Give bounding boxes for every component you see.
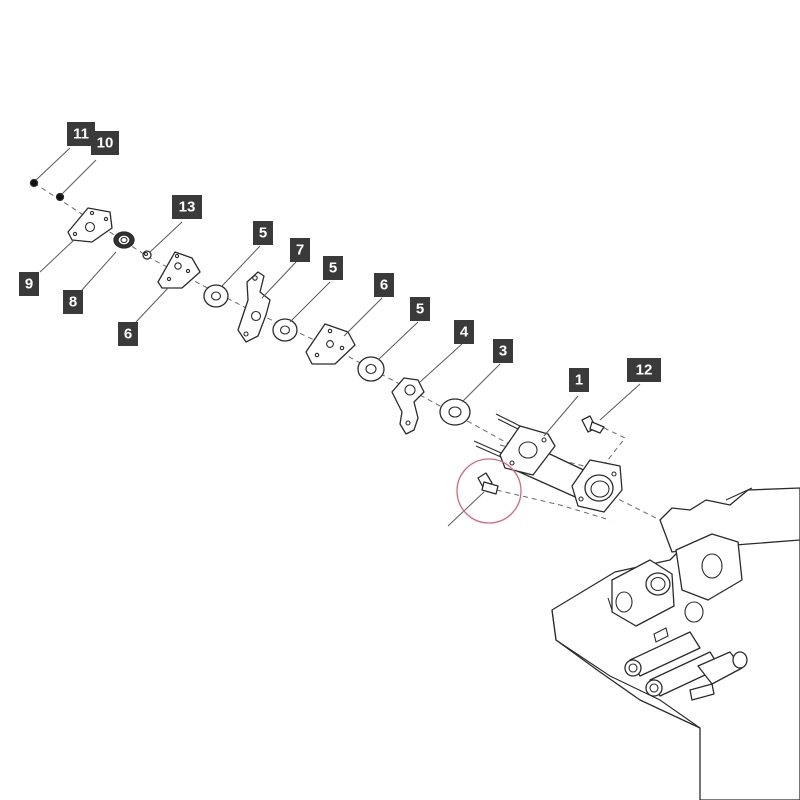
callout-6-lower-text: 6 — [380, 277, 388, 294]
callout-12-text: 12 — [636, 362, 653, 379]
plate-9[interactable] — [67, 207, 113, 243]
plate-6-upper[interactable] — [157, 251, 201, 289]
callout-5-a-text: 5 — [259, 225, 267, 242]
washer-3[interactable] — [439, 398, 471, 426]
callout-9[interactable]: 9 — [19, 272, 39, 296]
callout-9-text: 9 — [25, 276, 33, 293]
spring-8[interactable] — [113, 231, 135, 249]
callout-6-upper[interactable]: 6 — [118, 322, 138, 346]
lever-7[interactable] — [237, 271, 271, 343]
plate-6-lower[interactable] — [305, 323, 356, 365]
cam-lever-4[interactable] — [391, 377, 425, 435]
callout-8[interactable]: 8 — [63, 290, 83, 314]
callout-4[interactable]: 4 — [454, 320, 474, 344]
callout-3-text: 3 — [499, 343, 507, 360]
callout-6-upper-text: 6 — [124, 326, 132, 343]
ball-13[interactable] — [142, 250, 152, 260]
callout-1-text: 1 — [575, 372, 583, 389]
callout-1[interactable]: 1 — [569, 368, 589, 392]
callout-13-text: 13 — [179, 199, 196, 216]
bolt-12[interactable] — [581, 415, 605, 434]
callout-7-text: 7 — [296, 242, 304, 259]
callout-6-lower[interactable]: 6 — [374, 273, 394, 297]
main-body-casting — [551, 487, 800, 800]
callout-10[interactable]: 10 — [91, 131, 119, 155]
callout-12[interactable]: 12 — [627, 358, 661, 382]
highlighted-fitting[interactable] — [447, 458, 522, 527]
housing-1[interactable] — [473, 413, 623, 513]
callout-7[interactable]: 7 — [290, 238, 310, 262]
callout-5-a[interactable]: 5 — [253, 221, 273, 245]
callout-11[interactable]: 11 — [67, 122, 95, 146]
callout-4-text: 4 — [460, 324, 469, 341]
callout-5-c-text: 5 — [416, 301, 424, 318]
callout-10-text: 10 — [97, 135, 114, 152]
callout-8-text: 8 — [69, 294, 77, 311]
washer-5-b[interactable] — [272, 318, 298, 342]
washer-5-c[interactable] — [357, 356, 385, 382]
washer-5-a[interactable] — [203, 284, 229, 308]
leader-lines — [35, 147, 641, 437]
callout-5-c[interactable]: 5 — [410, 297, 430, 321]
ball-11[interactable] — [29, 178, 39, 188]
ball-10[interactable] — [55, 192, 65, 202]
callout-3[interactable]: 3 — [493, 339, 513, 363]
callout-5-b[interactable]: 5 — [323, 256, 343, 280]
callout-5-b-text: 5 — [329, 260, 337, 277]
callout-11-text: 11 — [73, 126, 89, 143]
callout-13[interactable]: 13 — [172, 195, 202, 219]
highlight-ring — [456, 458, 522, 524]
